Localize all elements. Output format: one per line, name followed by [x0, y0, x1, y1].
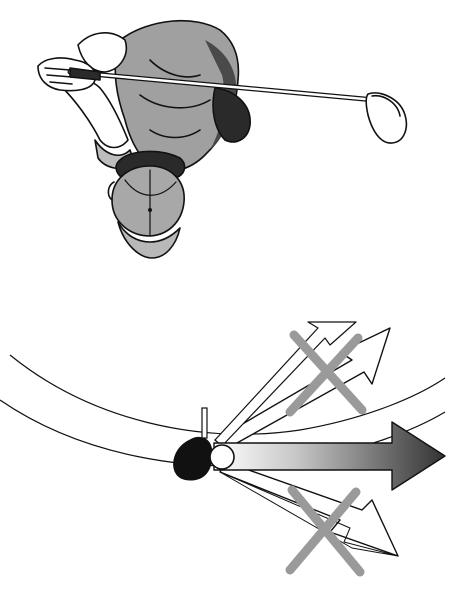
club-head-dark	[173, 436, 213, 481]
golf-ball	[209, 444, 235, 470]
center-path-arrow	[213, 421, 446, 491]
swing-path-diagram	[0, 321, 446, 577]
x-mark-icon	[285, 330, 367, 417]
golfer-cap-brim	[117, 221, 181, 259]
x-mark-icon	[285, 485, 365, 577]
golfer-cap	[111, 165, 185, 237]
arc-outer-line	[9, 354, 446, 435]
golfer-icon	[37, 19, 408, 259]
club-head	[365, 92, 408, 144]
tee-icon	[201, 407, 208, 439]
upper-path-arrow	[214, 321, 391, 449]
golfer-far-shoulder	[212, 87, 251, 143]
golfer-back	[114, 19, 240, 172]
